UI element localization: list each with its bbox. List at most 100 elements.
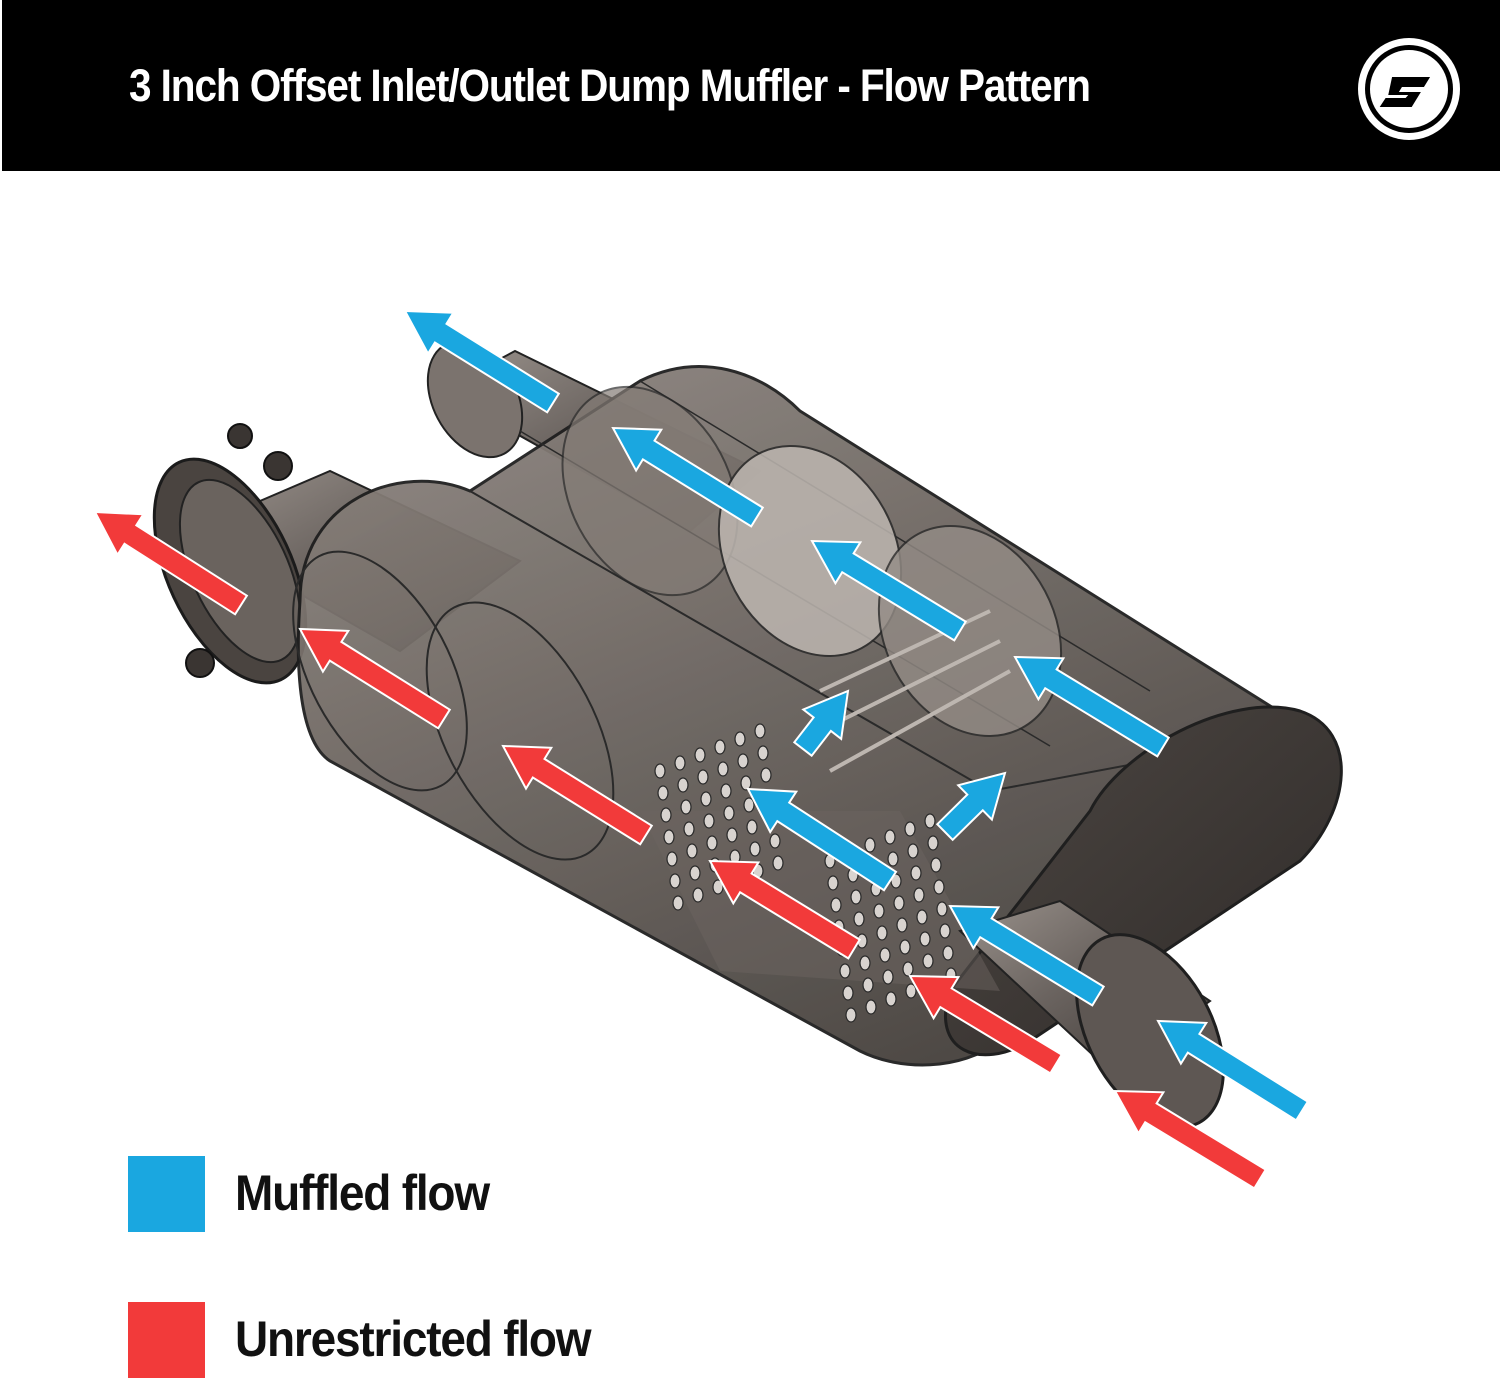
flange-bolt-icon bbox=[185, 648, 215, 678]
unrestricted-flow-swatch bbox=[128, 1302, 205, 1378]
perforation-hole bbox=[884, 829, 896, 845]
perforation-hole bbox=[749, 841, 761, 857]
perforation-hole bbox=[694, 747, 706, 763]
perforation-hole bbox=[672, 895, 684, 911]
unrestricted-flow-arrow bbox=[908, 974, 1064, 1075]
perforation-hole bbox=[737, 753, 749, 769]
perforation-hole bbox=[740, 775, 752, 791]
perforation-hole bbox=[839, 963, 851, 979]
perforation-hole bbox=[864, 837, 876, 853]
muffled-flow-swatch bbox=[128, 1156, 205, 1232]
perforation-hole bbox=[930, 857, 942, 873]
muffled-flow-arrow bbox=[746, 787, 898, 892]
flow-arrows bbox=[93, 309, 1310, 1190]
perforation-hole bbox=[692, 887, 704, 903]
unrestricted-flow-arrow bbox=[298, 627, 452, 730]
page-title: 3 Inch Offset Inlet/Outlet Dump Muffler … bbox=[129, 60, 1091, 111]
perforation-hole bbox=[683, 821, 695, 837]
muffled-flow-arrow bbox=[810, 539, 968, 642]
brand-s-logo-icon bbox=[1358, 38, 1460, 140]
muffled-flow-arrow bbox=[403, 309, 561, 414]
perforation-hole bbox=[769, 833, 781, 849]
perforation-hole bbox=[677, 777, 689, 793]
perforation-hole bbox=[680, 799, 692, 815]
perforation-hole bbox=[916, 909, 928, 925]
perforation-hole bbox=[772, 855, 784, 871]
perforation-hole bbox=[723, 805, 735, 821]
perforation-hole bbox=[873, 903, 885, 919]
perforation-hole bbox=[933, 879, 945, 895]
perforation-hole bbox=[859, 955, 871, 971]
perforation-hole bbox=[706, 835, 718, 851]
perforation-hole bbox=[896, 917, 908, 933]
perforation-hole bbox=[746, 819, 758, 835]
perforation-hole bbox=[887, 851, 899, 867]
perforation-hole bbox=[660, 807, 672, 823]
perforation-hole bbox=[686, 843, 698, 859]
legend-label: Unrestricted flow bbox=[235, 1311, 592, 1367]
perforation-hole bbox=[893, 895, 905, 911]
perforation-hole bbox=[862, 977, 874, 993]
flange-bolt-icon bbox=[263, 451, 293, 481]
muffled-flow-arrow bbox=[935, 771, 1007, 842]
perforation-hole bbox=[669, 873, 681, 889]
muffled-flow-arrow bbox=[792, 689, 850, 758]
perforation-hole bbox=[703, 813, 715, 829]
perforation-hole bbox=[830, 897, 842, 913]
perforation-hole bbox=[899, 939, 911, 955]
muffled-flow-arrow bbox=[1156, 1019, 1310, 1122]
muffled-flow-arrow bbox=[1013, 655, 1171, 758]
perforation-hole bbox=[924, 813, 936, 829]
perforation-hole bbox=[905, 983, 917, 999]
perforation-hole bbox=[842, 985, 854, 1001]
perforation-hole bbox=[726, 827, 738, 843]
perforation-hole bbox=[700, 791, 712, 807]
perforation-hole bbox=[919, 931, 931, 947]
unrestricted-flow-arrow bbox=[93, 510, 249, 616]
perforation-hole bbox=[939, 923, 951, 939]
perforation-hole bbox=[927, 835, 939, 851]
perforation-hole bbox=[754, 723, 766, 739]
perforation-hole bbox=[882, 969, 894, 985]
perforation-hole bbox=[734, 731, 746, 747]
perforation-hole bbox=[714, 739, 726, 755]
unrestricted-flow-arrow bbox=[501, 744, 654, 846]
header-bar: 3 Inch Offset Inlet/Outlet Dump Muffler … bbox=[2, 0, 1500, 171]
perforation-hole bbox=[663, 829, 675, 845]
perforation-hole bbox=[666, 851, 678, 867]
perforation-hole bbox=[720, 783, 732, 799]
perforation-hole bbox=[865, 999, 877, 1015]
perforation-hole bbox=[827, 875, 839, 891]
muffled-flow-arrow bbox=[611, 426, 765, 528]
perforation-hole bbox=[657, 785, 669, 801]
perforation-hole bbox=[743, 797, 755, 813]
perforation-hole bbox=[697, 769, 709, 785]
perforation-hole bbox=[885, 991, 897, 1007]
muffler-flow-diagram bbox=[93, 309, 1343, 1190]
perforation-hole bbox=[717, 761, 729, 777]
perforation-hole bbox=[853, 911, 865, 927]
perforation-hole bbox=[689, 865, 701, 881]
perforation-hole bbox=[910, 865, 922, 881]
perforation-hole bbox=[942, 945, 954, 961]
perforation-hole bbox=[760, 767, 772, 783]
perforation-hole bbox=[936, 901, 948, 917]
perforation-hole bbox=[913, 887, 925, 903]
perforation-hole bbox=[674, 755, 686, 771]
unrestricted-flow-arrow bbox=[708, 859, 862, 960]
perforation-hole bbox=[850, 889, 862, 905]
unrestricted-flow-arrow bbox=[1113, 1089, 1268, 1190]
perforation-hole bbox=[757, 745, 769, 761]
perforation-hole bbox=[654, 763, 666, 779]
legend-label: Muffled flow bbox=[235, 1165, 490, 1221]
perforation-hole bbox=[845, 1007, 857, 1023]
perforation-hole bbox=[879, 947, 891, 963]
perforation-hole bbox=[902, 961, 914, 977]
perforation-hole bbox=[907, 843, 919, 859]
perforation-hole bbox=[712, 879, 724, 895]
muffled-flow-arrow bbox=[948, 904, 1106, 1007]
perforation-hole bbox=[876, 925, 888, 941]
perforation-hole bbox=[922, 953, 934, 969]
perforation-hole bbox=[904, 821, 916, 837]
